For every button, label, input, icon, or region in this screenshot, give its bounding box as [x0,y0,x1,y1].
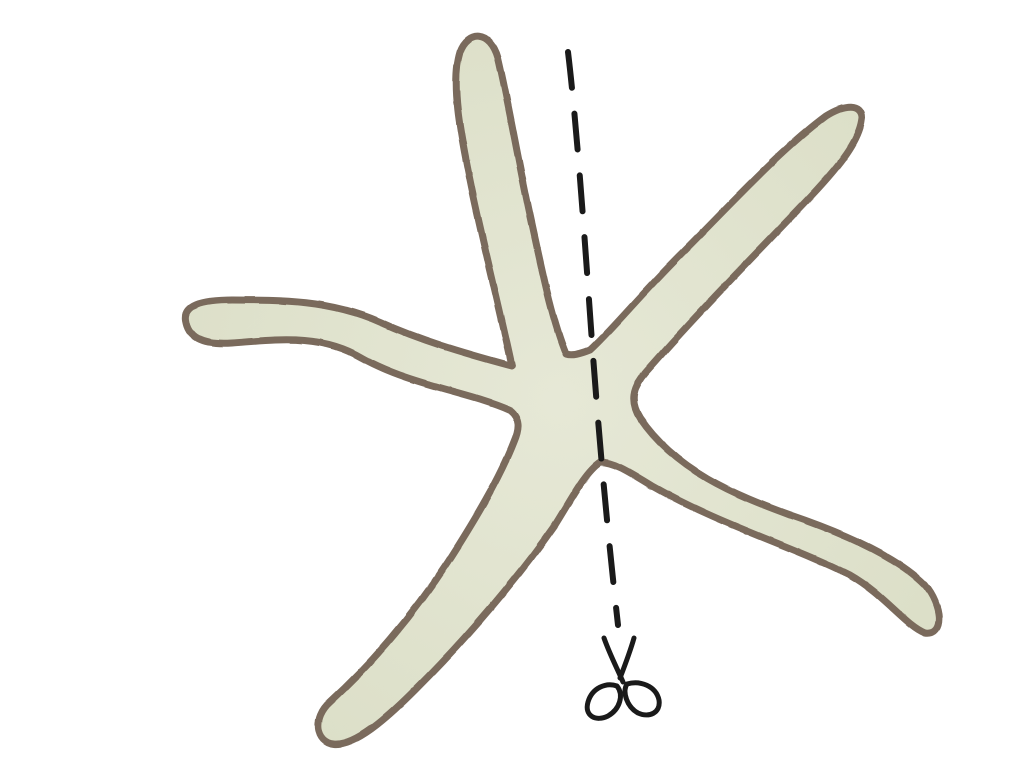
cut-line-dashes [565,49,621,628]
starfish-outline [182,32,943,748]
cut-line [565,49,621,628]
scissors-icon [584,635,662,721]
starfish [182,32,943,748]
